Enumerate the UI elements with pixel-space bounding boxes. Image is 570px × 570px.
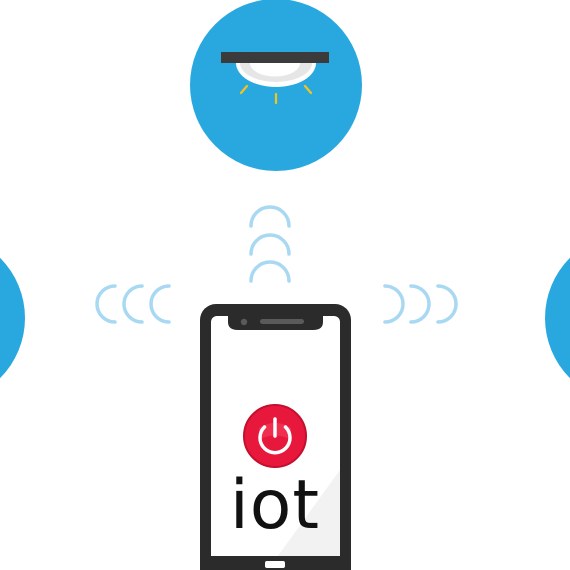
power-button[interactable]: [243, 404, 307, 468]
ceiling-lamp-icon: [221, 52, 329, 105]
wifi-waves-up-icon: [249, 205, 291, 283]
power-icon: [258, 417, 292, 455]
wifi-waves-left-icon: [95, 284, 171, 324]
wifi-waves-right-icon: [383, 284, 458, 324]
ceiling-lamp-device: [190, 0, 362, 171]
left-device-circle: [0, 257, 25, 379]
iot-label: iot: [229, 466, 321, 545]
right-device-circle: [545, 257, 570, 379]
